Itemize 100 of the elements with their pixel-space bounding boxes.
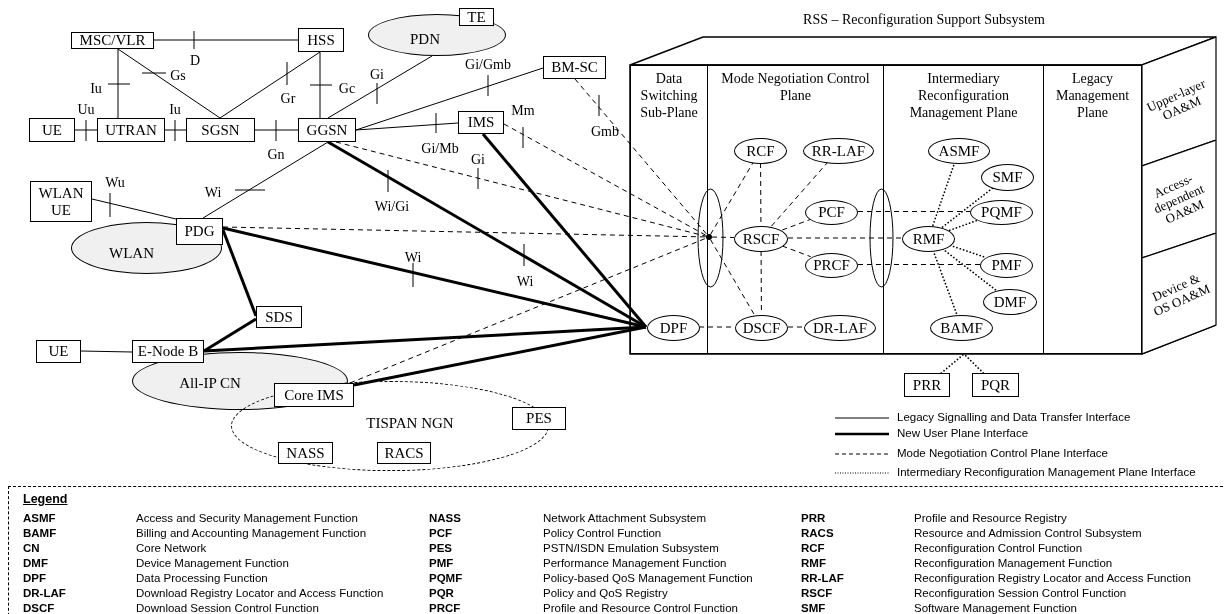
node-label: IMS [467, 114, 495, 131]
plane-title: Intermediary Reconfiguration Management Plane [908, 70, 1019, 121]
interface-line [222, 226, 707, 238]
abbreviation-definition: Policy-based QoS Management Function [543, 571, 753, 585]
function-oval [983, 289, 1037, 315]
node-label: SMF [992, 169, 1023, 186]
abbreviation-term: RMF [801, 556, 826, 570]
abbreviation-term: PRR [801, 511, 826, 525]
function-oval [734, 138, 787, 164]
network-element-box [458, 111, 504, 134]
abbreviation-term: RR-LAF [801, 571, 844, 585]
plane-title: Legacy Management Plane [1054, 70, 1131, 121]
network-element-box [36, 340, 81, 363]
abbreviation-term: DSCF [23, 601, 55, 614]
interface-line [164, 129, 187, 131]
interface-line [963, 353, 985, 374]
interface-line [781, 245, 812, 258]
interface-label: D [189, 52, 201, 68]
interface-label: Gi/Gmb [465, 56, 511, 72]
network-element-box [904, 373, 950, 397]
function-oval [902, 226, 955, 252]
abbreviation-definition: Download Session Control Function [136, 601, 319, 614]
interface-line [349, 237, 707, 384]
abbreviation-term: RCF [801, 541, 825, 555]
network-element-box [543, 56, 606, 79]
node-label: All-IP CN [179, 373, 241, 393]
node-label: Core IMS [284, 386, 344, 404]
abbreviation-definition: Profile and Resource Control Function [543, 601, 738, 614]
network-element-box [71, 32, 154, 49]
abbreviation-term: DR-LAF [23, 586, 66, 600]
function-oval [980, 253, 1033, 278]
node-label: UE [42, 121, 62, 139]
abbreviation-definition: Data Processing Function [136, 571, 268, 585]
interface-label: Mm [511, 102, 535, 118]
interface-line [335, 141, 707, 237]
network-element-box [459, 8, 494, 26]
interface-line [787, 237, 903, 239]
interface-label: Wi [404, 249, 422, 265]
node-label: TE [467, 8, 486, 26]
function-oval [981, 164, 1034, 191]
interface-line [91, 198, 177, 220]
network-element-box [256, 306, 302, 328]
node-label: PDN [410, 29, 440, 49]
interface-line [80, 350, 133, 353]
abbreviation-term: PRCF [429, 601, 461, 614]
interface-label: Gi/Mb [421, 140, 459, 156]
legend-text: Mode Negotiation Control Plane Interface [897, 446, 1108, 461]
interface-line [503, 123, 707, 237]
abbreviation-term: SMF [801, 601, 826, 614]
network-element-box [176, 218, 223, 245]
interface-label: Wi/Gi [374, 198, 410, 214]
function-oval [805, 253, 858, 278]
node-label: MSC/VLR [79, 32, 146, 49]
abbreviation-definition: Resource and Admission Control Subsystem [914, 526, 1142, 540]
interface-label: Iu [90, 80, 102, 96]
interface-line [574, 78, 708, 236]
interface-line [710, 162, 754, 235]
node-label: RSCF [742, 230, 780, 248]
interface-label: Gi [471, 151, 485, 167]
abbreviation-definition: Network Attachment Subsystem [543, 511, 706, 525]
interface-label: Wu [105, 174, 125, 190]
function-oval [970, 200, 1033, 225]
legend-heading: Legend [23, 492, 68, 507]
node-label: WLAN [109, 243, 154, 263]
interface-line [781, 218, 812, 231]
network-element-box [97, 118, 165, 142]
abbreviation-definition: PSTN/ISDN Emulation Subsystem [543, 541, 719, 555]
node-label: GGSN [306, 121, 348, 139]
abbreviation-term: PES [429, 541, 452, 555]
interface-line [153, 39, 299, 41]
network-element-box [132, 340, 204, 363]
abbreviation-definition: Policy Control Function [543, 526, 662, 540]
interface-line [940, 353, 965, 374]
interface-line [353, 325, 647, 387]
node-label: PQR [980, 376, 1011, 394]
network-element-box [30, 181, 92, 222]
node-label: BAMF [940, 319, 983, 337]
interface-label: Wi [516, 273, 534, 289]
node-label: SGSN [201, 121, 240, 139]
interface-label: Gn [267, 146, 285, 162]
node-label: UE [48, 343, 69, 360]
interface-line [327, 55, 433, 119]
function-oval [647, 315, 700, 341]
abbreviation-term: NASS [429, 511, 461, 525]
node-label: TISPAN NGN [366, 413, 454, 433]
interface-label: Uu [77, 101, 95, 117]
subsystem-title: RSS – Reconfiguration Support Subsystem [803, 11, 1045, 29]
interface-line [117, 48, 221, 119]
node-label: PRCF [813, 257, 850, 274]
interface-label: Gc [338, 80, 356, 96]
network-element-box [29, 118, 75, 142]
network-element-box [298, 118, 356, 142]
plane-title: Data Switching Sub-Plane [639, 70, 699, 121]
node-label: PDG [184, 223, 215, 240]
interface-line [857, 211, 971, 212]
node-label: WLAN UE [37, 184, 85, 219]
abbreviation-definition: Download Registry Locator and Access Function [136, 586, 384, 600]
node-label: RACS [384, 444, 424, 462]
node-label: PQMF [981, 204, 1022, 221]
abbreviation-term: PQMF [429, 571, 463, 585]
